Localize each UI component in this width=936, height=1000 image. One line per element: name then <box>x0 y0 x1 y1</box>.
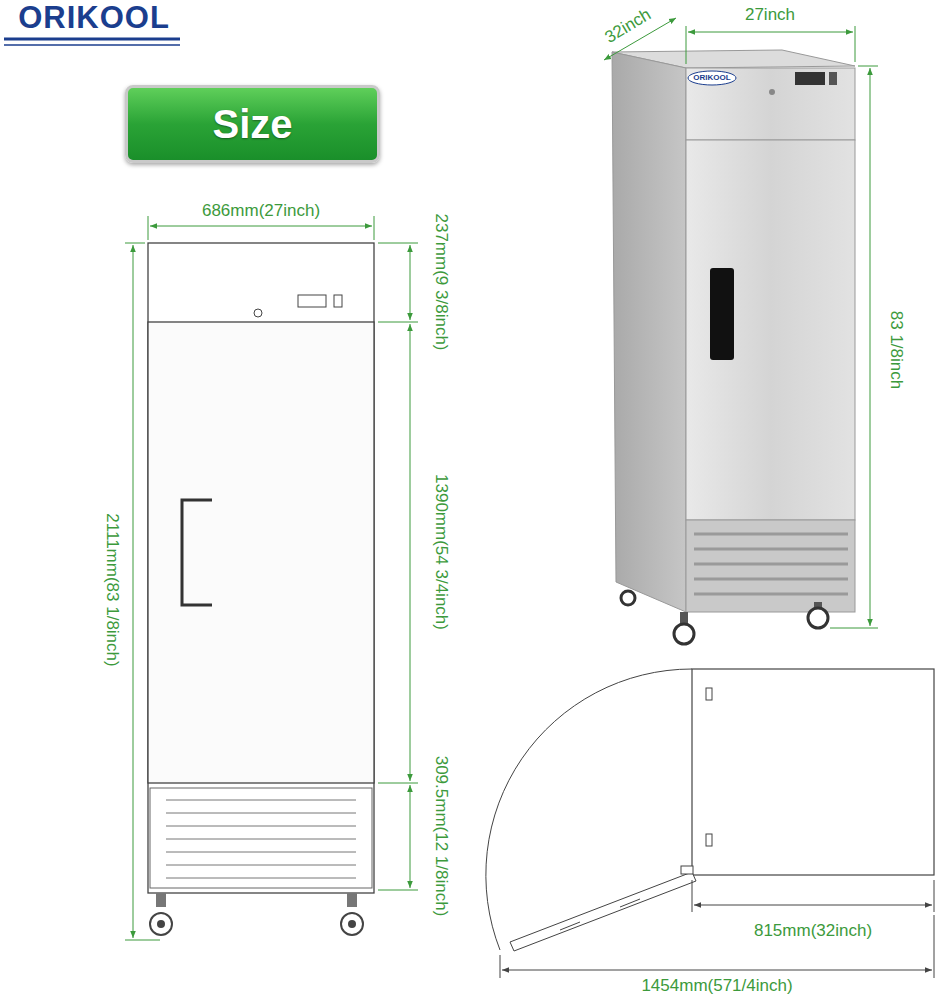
size-badge: Size <box>125 85 380 163</box>
badge-text: Size <box>212 102 292 147</box>
dimension-label: 1454mm(571/4inch) <box>641 976 792 996</box>
dimension-label: 815mm(32inch) <box>754 921 872 941</box>
dimension-label: 237mm(9 3/8inch) <box>431 213 451 350</box>
dimension-label: 83 1/8inch <box>886 311 906 389</box>
brand-badge: ORIKOOL <box>693 73 730 82</box>
brand-logo: ORIKOOL <box>18 0 170 36</box>
dimension-label: 2111mm(83 1/8inch) <box>102 513 122 666</box>
dimension-label: 309.5mm(12 1/8inch) <box>431 756 451 917</box>
dimension-label: 32inch <box>601 5 654 48</box>
dimension-label: 686mm(27inch) <box>202 201 320 221</box>
dimension-label: 27inch <box>745 5 795 25</box>
dimension-label: 1390mm(54 3/4inch) <box>431 474 451 630</box>
